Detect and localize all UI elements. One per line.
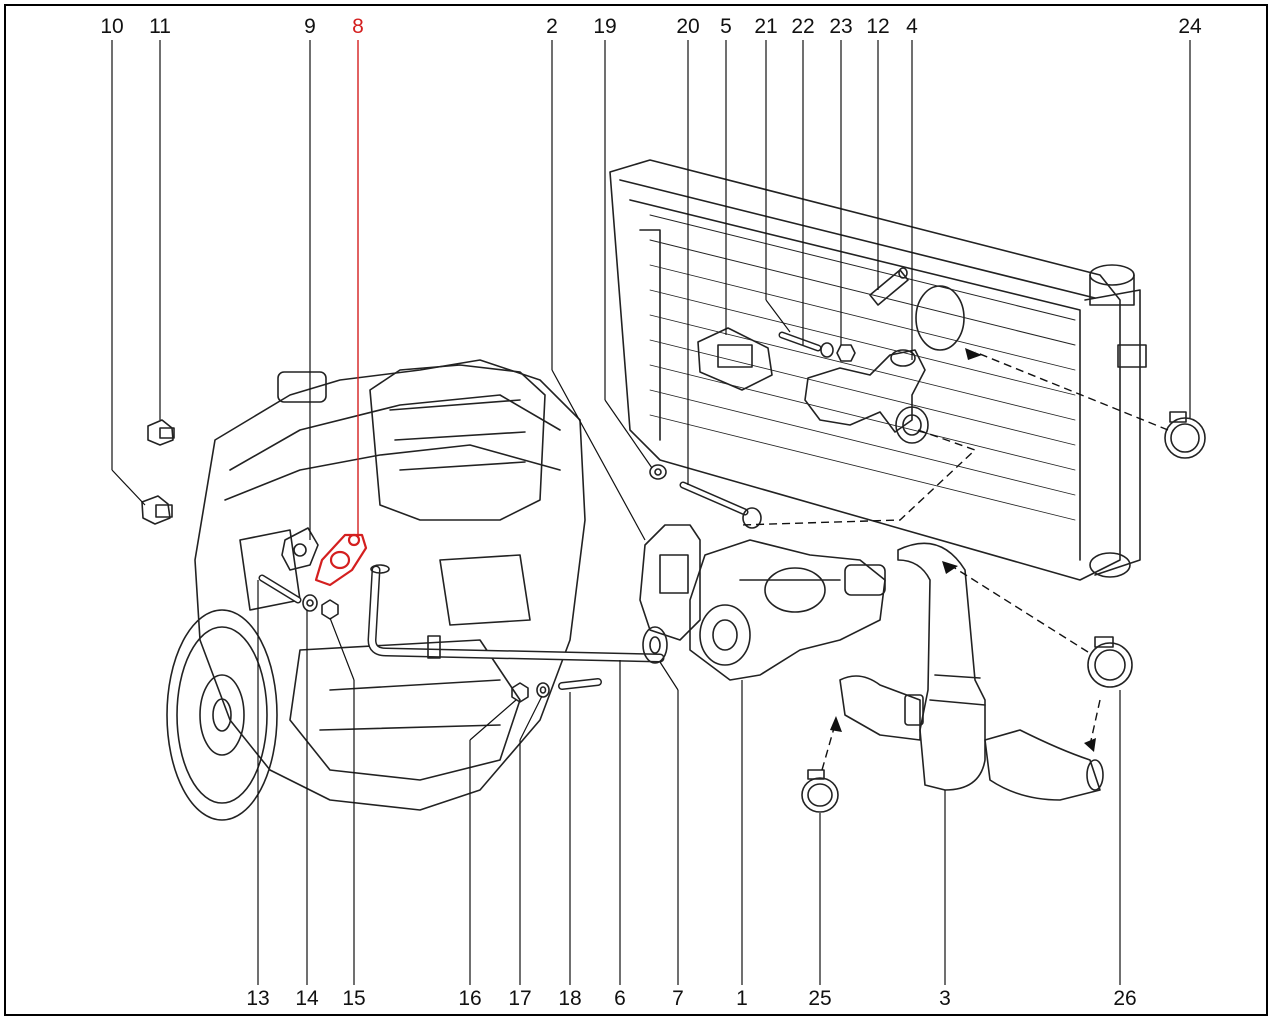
callout-2: 2 <box>546 15 558 38</box>
callout-14: 14 <box>295 987 319 1010</box>
thermostat-housing <box>804 349 929 444</box>
nut-16 <box>511 682 529 703</box>
gasket-9 <box>281 527 319 571</box>
plug-10 <box>141 495 173 525</box>
callout-25: 25 <box>808 987 832 1010</box>
callout-23: 23 <box>829 15 853 38</box>
callout-17: 17 <box>508 987 532 1010</box>
callout-12: 12 <box>866 15 890 38</box>
callout-19: 19 <box>593 15 617 38</box>
bolt-20 <box>679 481 762 529</box>
clamp-26 <box>1087 636 1133 688</box>
washer-22 <box>820 342 834 358</box>
callout-16: 16 <box>458 987 482 1010</box>
callout-13: 13 <box>246 987 270 1010</box>
clamp-24 <box>1164 411 1206 459</box>
callout-6: 6 <box>614 987 626 1010</box>
callout-9: 9 <box>304 15 316 38</box>
leader-lines <box>111 40 1191 985</box>
callout-1: 1 <box>736 987 748 1010</box>
callout-24: 24 <box>1178 15 1202 38</box>
callout-26: 26 <box>1113 987 1137 1010</box>
radiator-hose <box>897 542 1104 801</box>
gasket-5 <box>697 327 773 391</box>
heater-tube <box>367 564 665 663</box>
pump-inlet-hose <box>839 675 924 741</box>
diagram-border <box>4 4 1268 1016</box>
callout-22: 22 <box>791 15 815 38</box>
stud-13 <box>258 574 302 604</box>
callout-7: 7 <box>672 987 684 1010</box>
radiator <box>609 159 1147 581</box>
callout-3: 3 <box>939 987 951 1010</box>
callout-10: 10 <box>100 15 124 38</box>
assembly-arrows <box>739 351 1169 771</box>
nut-23 <box>836 344 856 362</box>
washer-19 <box>649 464 667 480</box>
callout-21: 21 <box>754 15 778 38</box>
callout-20: 20 <box>676 15 700 38</box>
stud-21 <box>778 331 822 352</box>
washer-17 <box>536 682 550 698</box>
flywheel <box>166 609 278 821</box>
callout-5: 5 <box>720 15 732 38</box>
arrow-heads <box>830 348 1096 752</box>
stud-18 <box>558 678 602 690</box>
flange-8 <box>314 533 368 587</box>
callout-18: 18 <box>558 987 582 1010</box>
gasket-7 <box>642 626 668 664</box>
callout-4: 4 <box>906 15 918 38</box>
plug-11 <box>147 419 175 446</box>
sensor-12 <box>869 267 909 306</box>
washer-14 <box>302 594 318 612</box>
callout-11: 11 <box>149 15 171 38</box>
engine-block <box>194 359 586 811</box>
callout-15: 15 <box>342 987 366 1010</box>
callout-8: 8 <box>352 15 364 38</box>
gasket-2 <box>639 524 701 641</box>
clamp-25 <box>801 769 839 813</box>
water-pump <box>689 539 886 681</box>
nut-15 <box>321 599 339 620</box>
